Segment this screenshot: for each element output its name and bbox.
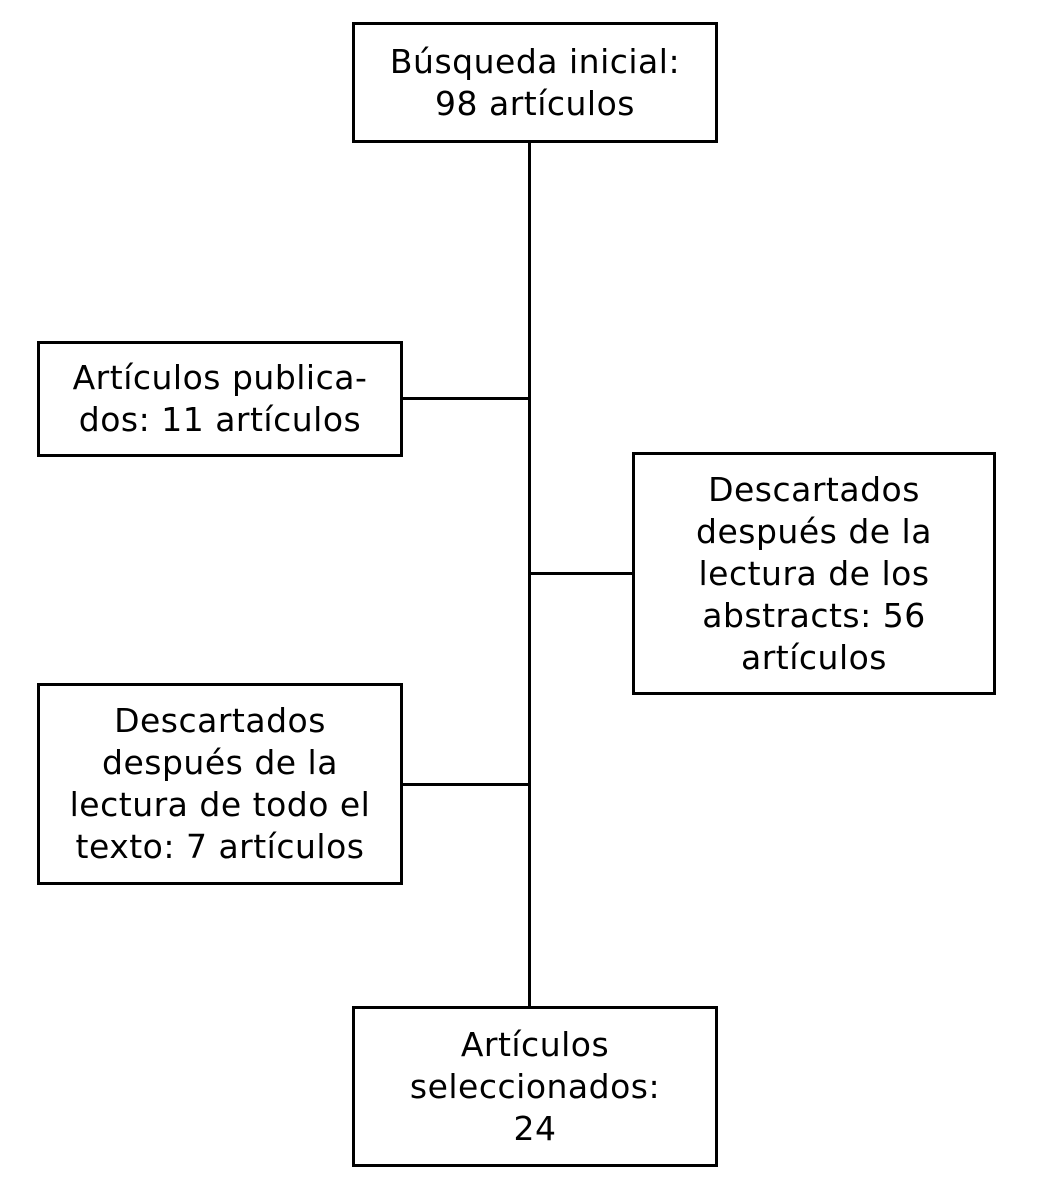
box-published-articles-label: Artículos publica- dos: 11 artículos <box>72 358 368 439</box>
connector-published-branch <box>403 397 530 400</box>
box-initial-search: Búsqueda inicial: 98 artículos <box>352 22 718 143</box>
box-discarded-after-abstracts-label: Descartados después de la lectura de los… <box>696 469 932 677</box>
box-published-articles: Artículos publica- dos: 11 artículos <box>37 341 403 457</box>
box-initial-search-label: Búsqueda inicial: 98 artículos <box>389 41 681 123</box>
box-selected-articles-label: Artículos seleccionados: 24 <box>409 1024 661 1148</box>
box-discarded-after-full-text-label: Descartados después de la lectura de tod… <box>69 701 371 866</box>
connector-abstracts-branch <box>529 572 632 575</box>
box-selected-articles: Artículos seleccionados: 24 <box>352 1006 718 1167</box>
box-discarded-after-abstracts: Descartados después de la lectura de los… <box>632 452 996 695</box>
connector-fulltext-branch <box>403 783 530 786</box>
box-discarded-after-full-text: Descartados después de la lectura de tod… <box>37 683 403 885</box>
